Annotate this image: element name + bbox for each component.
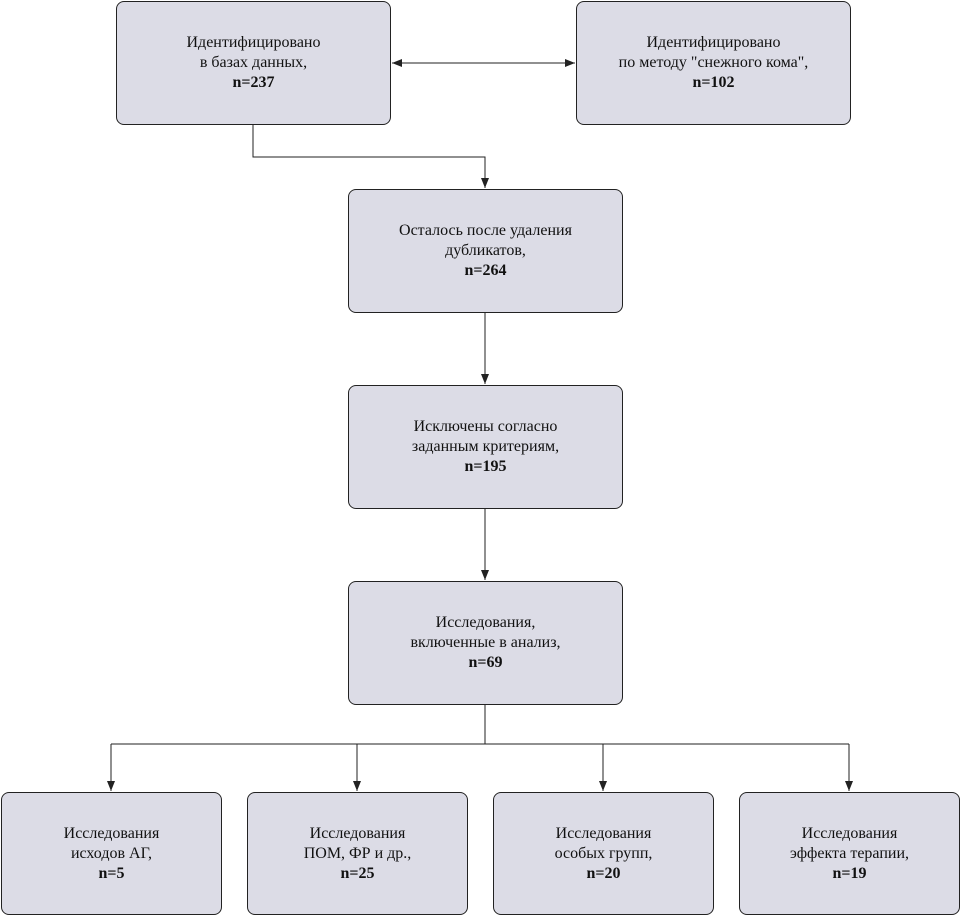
box-count: n=102 <box>692 74 735 91</box>
box-identified-databases: Идентифицировано в базах данных, n=237 <box>116 1 391 125</box>
box-label-line1: Исследования, <box>435 614 536 631</box>
box-label-line1: Исключены согласно <box>413 418 558 435</box>
box-count: n=237 <box>232 74 275 91</box>
box-label-line1: Исследования <box>801 824 898 842</box>
box-count: n=25 <box>340 864 375 882</box>
box-label-line2: в базах данных, <box>199 54 308 71</box>
box-label-line2: особых групп, <box>554 844 653 862</box>
box-therapy-effect-studies: Исследования эффекта терапии, n=19 <box>739 792 960 915</box>
box-label-line2: эффекта терапии, <box>789 844 910 862</box>
box-label-line2: исходов АГ, <box>70 844 153 862</box>
box-label-line1: Исследования <box>309 824 406 842</box>
box-count: n=5 <box>98 864 125 882</box>
box-outcome-studies: Исследования исходов АГ, n=5 <box>1 792 222 915</box>
box-label-line1: Идентифицировано <box>186 34 321 51</box>
box-label-line2: заданным критериям, <box>411 438 560 455</box>
box-after-deduplication: Осталось после удаления дубликатов, n=26… <box>348 189 623 313</box>
box-label-line1: Исследования <box>63 824 160 842</box>
box-count: n=195 <box>464 458 507 475</box>
box-included-in-analysis: Исследования, включенные в анализ, n=69 <box>348 581 623 705</box>
box-label-line2: ПОМ, ФР и др., <box>303 844 412 862</box>
box-count: n=264 <box>464 262 507 279</box>
box-label-line2: включенные в анализ, <box>410 634 561 651</box>
box-pom-rf-studies: Исследования ПОМ, ФР и др., n=25 <box>247 792 468 915</box>
box-label-line2: по методу "снежного кома", <box>618 54 809 71</box>
arrow-db-to-dedup <box>252 125 489 188</box>
box-label-line1: Осталось после удаления <box>399 222 572 239</box>
box-excluded-by-criteria: Исключены согласно заданным критериям, n… <box>348 385 623 509</box>
box-label-line1: Исследования <box>555 824 652 842</box>
box-special-groups-studies: Исследования особых групп, n=20 <box>493 792 714 915</box>
box-label-line2: дубликатов, <box>445 242 526 259</box>
box-label-line1: Идентифицировано <box>646 34 781 51</box>
box-count: n=19 <box>832 864 867 882</box>
box-count: n=20 <box>586 864 621 882</box>
box-identified-snowball: Идентифицировано по методу "снежного ком… <box>576 1 851 125</box>
box-count: n=69 <box>468 654 503 671</box>
